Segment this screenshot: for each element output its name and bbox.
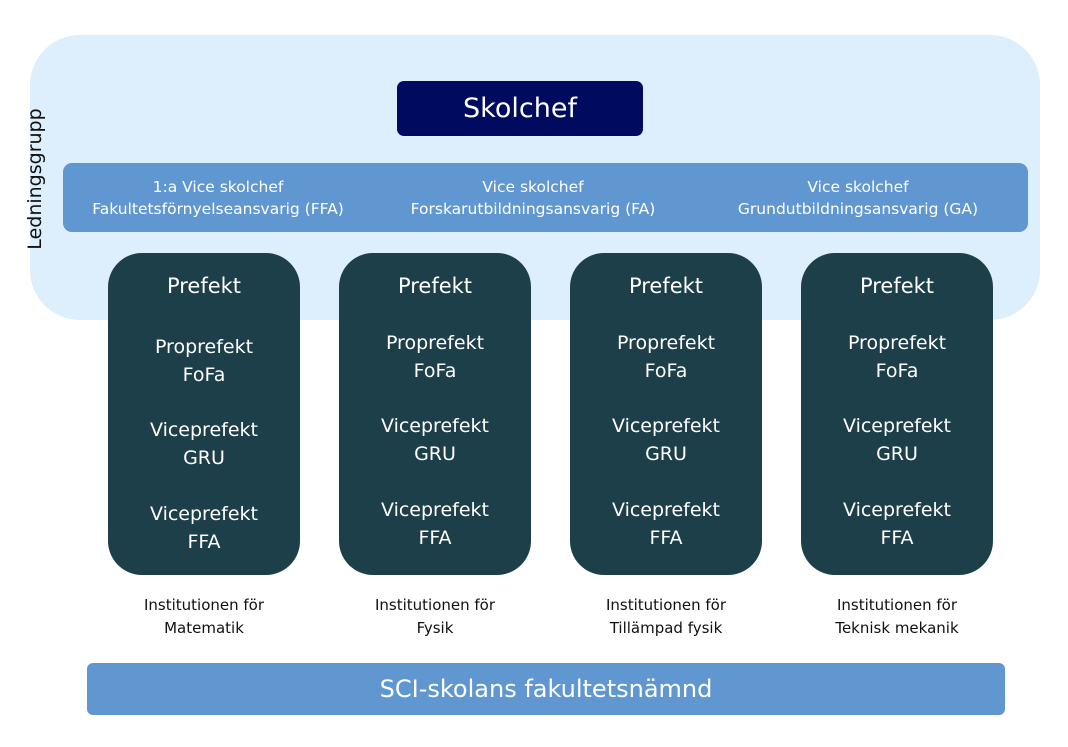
role-label: FoFa bbox=[413, 360, 457, 382]
role-label: GRU bbox=[414, 443, 456, 465]
role-label: Proprefekt bbox=[616, 332, 716, 354]
fakultetsnamnd-bar: SCI-skolans fakultetsnämnd bbox=[87, 663, 1005, 715]
role-label: Viceprefekt bbox=[150, 419, 258, 441]
role-label: GRU bbox=[876, 443, 918, 465]
institution-name: Matematik bbox=[164, 619, 244, 637]
role-label: Viceprefekt bbox=[381, 415, 489, 437]
role-label: Viceprefekt bbox=[381, 499, 489, 521]
role-label: Viceprefekt bbox=[612, 499, 720, 521]
role-label: Viceprefekt bbox=[843, 499, 951, 521]
role-label: FoFa bbox=[875, 360, 919, 382]
role-label: Proprefekt bbox=[847, 332, 947, 354]
institution-name: Institutionen för bbox=[143, 596, 265, 614]
role-label: FFA bbox=[880, 527, 914, 549]
institution-name: Fysik bbox=[416, 619, 454, 637]
role-label: Proprefekt bbox=[385, 332, 485, 354]
institution-name: Teknisk mekanik bbox=[835, 619, 959, 637]
ledningsgrupp-label: Ledningsgrupp bbox=[24, 108, 46, 250]
vice-role: Grundutbildningsansvarig (GA) bbox=[737, 200, 979, 218]
role-label: Prefekt bbox=[397, 274, 473, 298]
role-label: FFA bbox=[649, 527, 683, 549]
role-label: Prefekt bbox=[628, 274, 704, 298]
role-label: GRU bbox=[645, 443, 687, 465]
role-label: Viceprefekt bbox=[843, 415, 951, 437]
role-label: Prefekt bbox=[859, 274, 935, 298]
role-label: GRU bbox=[183, 447, 225, 469]
vice-title: 1:a Vice skolchef bbox=[152, 178, 284, 196]
vice-title: Vice skolchef bbox=[482, 178, 584, 196]
role-label: FFA bbox=[187, 531, 221, 553]
role-label: Proprefekt bbox=[154, 336, 254, 358]
institution-name: Institutionen för bbox=[836, 596, 958, 614]
role-label: FFA bbox=[418, 527, 452, 549]
skolchef-box: Skolchef bbox=[397, 81, 643, 136]
role-label: Viceprefekt bbox=[612, 415, 720, 437]
institution-name: Tillämpad fysik bbox=[609, 619, 723, 637]
institution-name: Institutionen för bbox=[374, 596, 496, 614]
role-label: FoFa bbox=[644, 360, 688, 382]
institution-name: Institutionen för bbox=[605, 596, 727, 614]
role-label: FoFa bbox=[182, 364, 226, 386]
vice-role: Forskarutbildningsansvarig (FA) bbox=[410, 200, 656, 218]
vice-role: Fakultetsförnyelseansvarig (FFA) bbox=[92, 200, 344, 218]
role-label: Prefekt bbox=[166, 274, 242, 298]
role-label: Viceprefekt bbox=[150, 503, 258, 525]
vice-title: Vice skolchef bbox=[807, 178, 909, 196]
